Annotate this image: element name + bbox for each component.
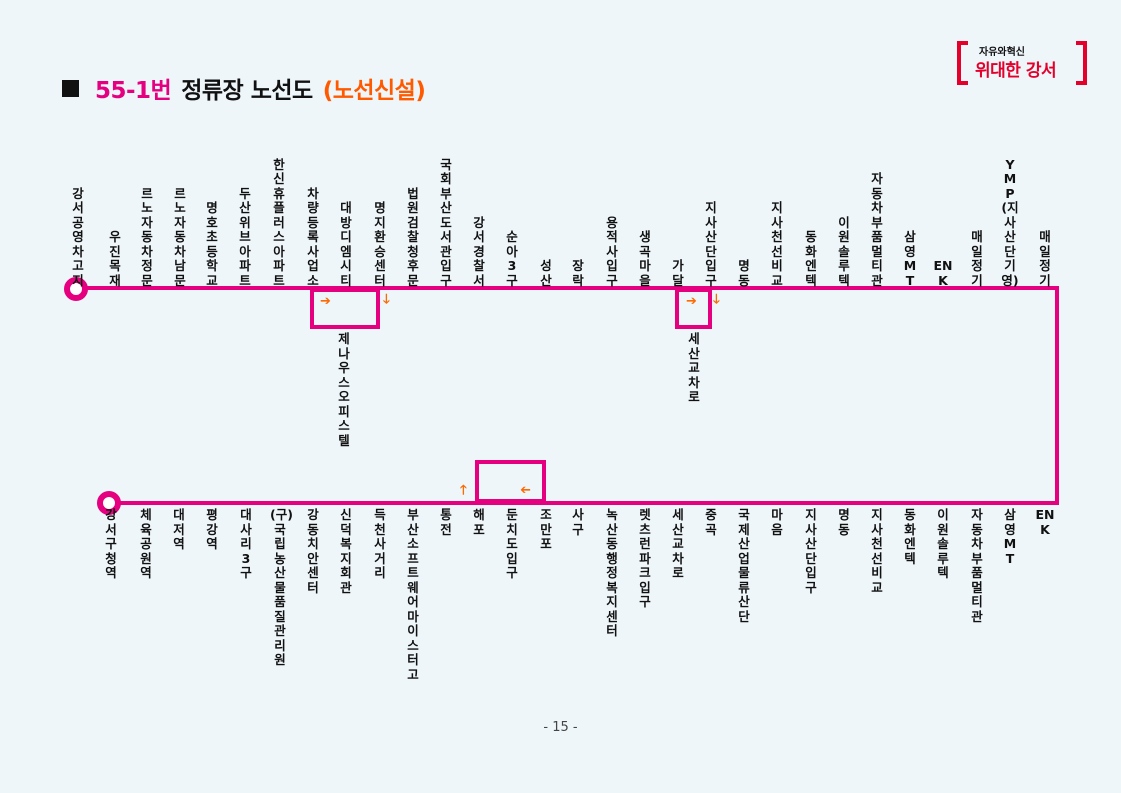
stop-label-inbound: 지사산단입구 xyxy=(805,507,817,595)
arrow-right-icon: ➔ xyxy=(686,294,697,309)
logo-left-bracket xyxy=(957,41,968,85)
stop-label-outbound: 순아3구 xyxy=(506,229,518,288)
stop-label-inbound: 대사리3구 xyxy=(240,507,252,580)
gangseo-logo: 자유와혁신 위대한 강서 xyxy=(957,41,1087,85)
stop-label-outbound: 자동차부품멀티관 xyxy=(871,171,883,288)
stop-label-inbound: (구) 국립농산물품질관리원 xyxy=(270,507,293,667)
stop-label-outbound: ENK xyxy=(933,258,953,288)
logo-slogan-big: 위대한 강서 xyxy=(975,61,1057,81)
detour-loop-sesan xyxy=(675,288,712,329)
stop-label-inbound: 대저역 xyxy=(173,507,185,551)
stop-label-inbound: 지사천선비교 xyxy=(871,507,883,595)
stop-label-outbound: 강서경찰서 xyxy=(473,214,485,288)
stop-label-outbound: 삼영MT xyxy=(903,229,917,288)
stop-label-outbound: 가달 xyxy=(672,258,684,288)
arrow-down-icon: 🡓 xyxy=(383,292,390,307)
stop-label-outbound: 성산 xyxy=(540,258,552,288)
detour-loop-haepo xyxy=(475,460,546,503)
stop-label-inbound: 신덕복지회관 xyxy=(340,507,352,595)
stop-label-inbound: 강서구청역 xyxy=(105,507,117,580)
start-terminal-icon xyxy=(64,277,88,301)
arrow-up-icon: 🡑 xyxy=(460,483,467,498)
stop-label-outbound: 우진목재 xyxy=(109,229,121,288)
stop-label-outbound: 매일정기 xyxy=(971,229,983,288)
stop-label-inbound: 체육공원역 xyxy=(140,507,152,580)
stop-label-inbound: 통전 xyxy=(440,507,452,537)
stop-label-inbound: 사구 xyxy=(572,507,584,537)
stop-label-inbound: 국제산업물류산단 xyxy=(738,507,750,624)
stop-label-outbound: YMP(지사산단기영) xyxy=(1001,156,1019,288)
title-text: 정류장 노선도 xyxy=(181,78,313,104)
stop-label-outbound: 두산위브아파트 xyxy=(239,185,251,288)
stop-label-inbound: 득천사거리 xyxy=(374,507,386,580)
detour-stop-label: 제나우스오피스텔 xyxy=(338,331,350,448)
stop-label-outbound: 매일정기 xyxy=(1039,229,1051,288)
stop-label-outbound: 용적사입구 xyxy=(606,214,618,288)
page-title: 55-1번 정류장 노선도 (노선신설) xyxy=(62,70,426,106)
square-bullet-icon xyxy=(62,79,79,97)
stop-label-outbound: 르노자동차정문 xyxy=(141,185,153,288)
stop-label-outbound: 명호초등학교 xyxy=(206,200,218,288)
stop-label-inbound: 자동차부품멀티관 xyxy=(971,507,983,624)
stop-label-outbound: 국회부산도서관입구 xyxy=(440,156,452,288)
stop-label-inbound: 평강역 xyxy=(206,507,218,551)
stop-label-inbound: 렛츠런파크입구 xyxy=(639,507,651,609)
stop-label-inbound: 이원솔루텍 xyxy=(937,507,949,580)
stop-label-outbound: 생곡마을 xyxy=(639,229,651,288)
stop-label-inbound: 해포 xyxy=(473,507,485,537)
stop-label-outbound: 차량등록사업소 xyxy=(307,185,319,288)
stop-label-inbound: 명동 xyxy=(838,507,850,537)
stop-label-outbound: 강서공영차고지 xyxy=(72,185,84,288)
stop-label-outbound: 이원솔루텍 xyxy=(838,214,850,288)
stop-label-outbound: 명지환승센터 xyxy=(374,200,386,288)
stop-label-outbound: 법원검찰청후문 xyxy=(407,185,419,288)
route-number: 55-1번 xyxy=(95,78,172,104)
stop-label-outbound: 명동 xyxy=(738,258,750,288)
detour-stop-label: 세산교차로 xyxy=(688,331,700,404)
stop-label-outbound: 한신휴플러스아파트 xyxy=(273,156,285,288)
stop-label-inbound: 세산교차로 xyxy=(672,507,684,580)
stop-label-outbound: 지사천선비교 xyxy=(771,200,783,288)
arrow-left-icon: ➔ xyxy=(520,483,531,498)
stop-label-inbound: 부산소프트웨어마이스터고 xyxy=(407,507,419,682)
stop-label-outbound: 동화엔텍 xyxy=(805,229,817,288)
stop-label-inbound: 동화엔텍 xyxy=(904,507,916,566)
stop-label-inbound: 둔치도입구 xyxy=(506,507,518,580)
stop-label-outbound: 대방디엠시티 xyxy=(340,200,352,288)
stop-label-inbound: 조만포 xyxy=(540,507,552,551)
logo-right-bracket xyxy=(1076,41,1087,85)
arrow-down-icon: 🡓 xyxy=(713,292,720,307)
arrow-right-icon: ➔ xyxy=(320,294,331,309)
title-badge: (노선신설) xyxy=(322,78,426,104)
page-number: - 15 - xyxy=(543,720,578,735)
stop-label-inbound: 강동치안센터 xyxy=(307,507,319,595)
stop-label-outbound: 르노자동차남문 xyxy=(174,185,186,288)
stop-label-inbound: 중곡 xyxy=(705,507,717,537)
stop-label-inbound: 마음 xyxy=(771,507,783,537)
stop-label-inbound: 삼영MT xyxy=(1003,507,1017,566)
stop-label-inbound: ENK xyxy=(1035,507,1055,537)
end-terminal-icon xyxy=(97,491,121,515)
detour-loop-jenaus xyxy=(310,288,380,329)
stop-label-outbound: 지사산단입구 xyxy=(705,200,717,288)
stop-label-inbound: 녹산동행정복지센터 xyxy=(606,507,618,638)
stop-label-outbound: 장락 xyxy=(572,258,584,288)
logo-slogan-small: 자유와혁신 xyxy=(979,47,1025,58)
